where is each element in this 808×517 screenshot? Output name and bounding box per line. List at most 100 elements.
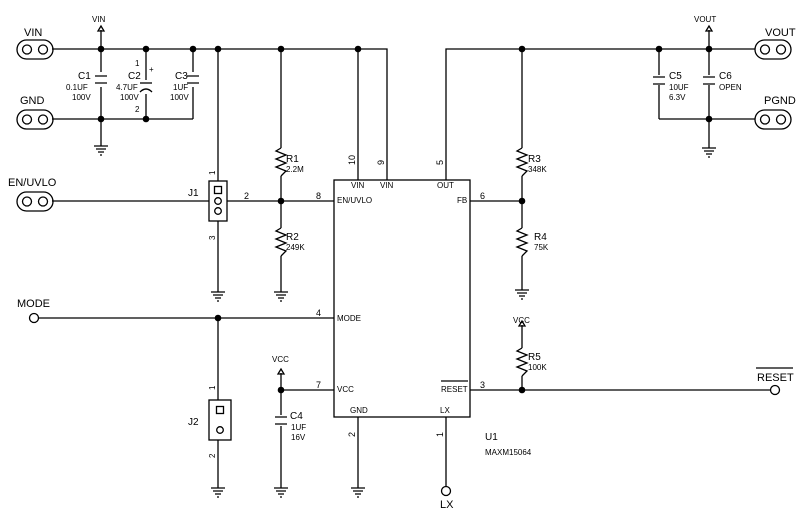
junction bbox=[705, 45, 713, 53]
vin-power-flag: VIN bbox=[92, 15, 106, 32]
pin-name: MODE bbox=[337, 314, 361, 323]
vin-port-label: VIN bbox=[24, 27, 42, 39]
pin-name: EN/UVLO bbox=[337, 196, 372, 205]
vin-connector[interactable]: VIN bbox=[16, 27, 54, 60]
wires bbox=[38, 30, 771, 488]
c4-ref: C4 bbox=[290, 411, 303, 422]
j1-pin3: 3 bbox=[208, 235, 217, 240]
c1-ref: C1 bbox=[78, 71, 91, 82]
r3-ref: R3 bbox=[528, 154, 541, 165]
pin-name: VCC bbox=[337, 385, 354, 394]
ground-icon bbox=[211, 487, 225, 498]
en-uvlo-connector[interactable]: EN/UVLO bbox=[8, 177, 57, 212]
pin-name: LX bbox=[440, 406, 450, 415]
resistor-r2: R2 249K bbox=[274, 227, 305, 257]
c5-ref: C5 bbox=[669, 71, 682, 82]
c2-pin2: 2 bbox=[135, 105, 140, 114]
junction bbox=[142, 45, 150, 53]
r5-value: 100K bbox=[528, 363, 547, 372]
vout-connector[interactable]: VOUT bbox=[754, 27, 796, 60]
pgnd-port-label: PGND bbox=[764, 95, 796, 107]
r4-ref: R4 bbox=[534, 232, 547, 243]
gnd-port-label: GND bbox=[20, 95, 45, 107]
junction bbox=[97, 115, 105, 123]
pin-number: 8 bbox=[316, 191, 321, 201]
vcc-power-flag-c4: VCC bbox=[272, 355, 289, 375]
j2-ref: J2 bbox=[188, 417, 199, 428]
vcc-power-flag-r5: VCC bbox=[513, 316, 530, 327]
r5-ref: R5 bbox=[528, 352, 541, 363]
junction bbox=[518, 45, 526, 53]
c2-value: 4.7UF bbox=[116, 83, 138, 92]
lx-port-label: LX bbox=[440, 499, 454, 511]
pin-number: 9 bbox=[376, 160, 386, 165]
ground-icon bbox=[211, 291, 225, 302]
c6-value: OPEN bbox=[719, 83, 742, 92]
c2-ref: C2 bbox=[128, 71, 141, 82]
r1-value: 2.2M bbox=[286, 165, 304, 174]
vcc-flag-label: VCC bbox=[513, 316, 530, 325]
mode-port-label: MODE bbox=[17, 298, 50, 310]
junction bbox=[214, 45, 222, 53]
pin-number: 4 bbox=[316, 308, 321, 318]
j2-pin2: 2 bbox=[208, 453, 217, 458]
pin-name: VIN bbox=[380, 181, 394, 190]
pin-name: OUT bbox=[437, 181, 454, 190]
junction bbox=[142, 115, 150, 123]
vout-power-flag: VOUT bbox=[694, 15, 716, 32]
c3-value: 1UF bbox=[173, 83, 188, 92]
pin-number: 6 bbox=[480, 191, 485, 201]
capacitor-c4: C4 1UF 16V bbox=[275, 411, 306, 442]
ground-icon bbox=[702, 147, 716, 158]
mode-terminal[interactable]: MODE bbox=[17, 298, 50, 324]
resistor-r1: R1 2.2M bbox=[274, 147, 304, 177]
pin-number: 10 bbox=[347, 155, 357, 165]
pin-number: 7 bbox=[316, 380, 321, 390]
gnd-connector[interactable]: GND bbox=[16, 95, 54, 130]
pin-name: RESET bbox=[441, 385, 468, 394]
c2-polarity: + bbox=[149, 65, 154, 74]
ic-part-number: MAXM15064 bbox=[485, 448, 532, 457]
en-uvlo-port-label: EN/UVLO bbox=[8, 177, 57, 189]
jumper-j2[interactable]: J2 1 2 bbox=[188, 385, 232, 458]
vcc-flag-label: VCC bbox=[272, 355, 289, 364]
vout-port-label: VOUT bbox=[765, 27, 796, 39]
junction bbox=[189, 45, 197, 53]
junction bbox=[277, 45, 285, 53]
c4-voltage: 16V bbox=[291, 433, 306, 442]
junction bbox=[655, 45, 663, 53]
reset-terminal[interactable]: RESET bbox=[756, 367, 794, 396]
pin-number: 3 bbox=[480, 380, 485, 390]
ground-icon bbox=[274, 487, 288, 498]
ground-icon bbox=[351, 487, 365, 498]
c2-voltage: 100V bbox=[120, 93, 139, 102]
pin-name: FB bbox=[457, 196, 467, 205]
c1-value: 0.1UF bbox=[66, 83, 88, 92]
junction bbox=[277, 386, 285, 394]
capacitor-c5: C5 10UF 6.3V bbox=[653, 71, 689, 102]
pin-name: GND bbox=[350, 406, 368, 415]
capacitor-c3: C3 1UF 100V bbox=[170, 71, 199, 102]
junction bbox=[518, 386, 526, 394]
c2-pin1: 1 bbox=[135, 59, 140, 68]
j1-pin2: 2 bbox=[244, 191, 249, 201]
junction bbox=[705, 115, 713, 123]
c5-voltage: 6.3V bbox=[669, 93, 686, 102]
c1-voltage: 100V bbox=[72, 93, 91, 102]
pgnd-connector[interactable]: PGND bbox=[754, 95, 796, 130]
j1-ref: J1 bbox=[188, 188, 199, 199]
r2-ref: R2 bbox=[286, 232, 299, 243]
vout-flag-label: VOUT bbox=[694, 15, 716, 24]
lx-terminal[interactable]: LX bbox=[440, 485, 454, 512]
r2-value: 249K bbox=[286, 243, 305, 252]
j2-pin1: 1 bbox=[208, 385, 217, 390]
capacitor-c2: C2 4.7UF 100V 1 2 + bbox=[116, 59, 154, 114]
r4-value: 75K bbox=[534, 243, 549, 252]
jumper-j1[interactable]: J1 1 2 3 bbox=[188, 170, 249, 240]
junction bbox=[277, 197, 285, 205]
junction bbox=[354, 45, 362, 53]
pin-number: 1 bbox=[435, 432, 445, 437]
ground-icon bbox=[274, 291, 288, 302]
ground-symbols bbox=[94, 145, 716, 498]
